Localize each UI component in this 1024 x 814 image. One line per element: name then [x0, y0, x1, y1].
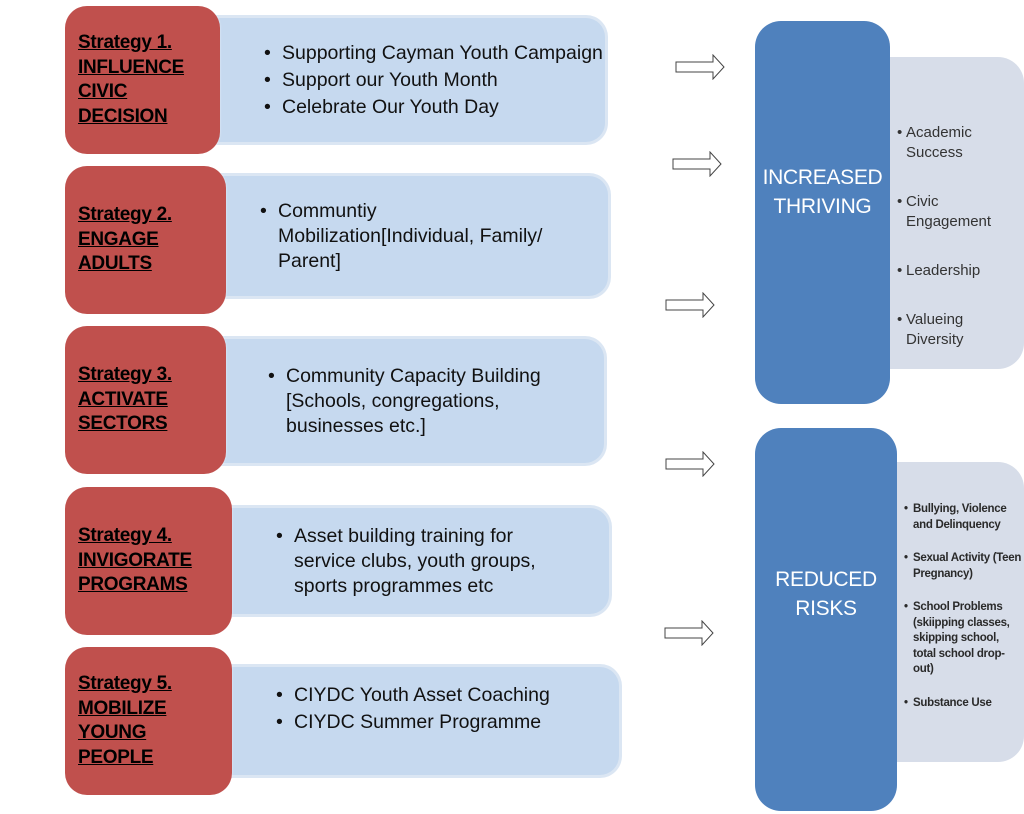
increased-thriving-box: INCREASED THRIVING [755, 21, 890, 404]
activity-item: Support our Youth Month [262, 68, 605, 93]
strategy-name: MOBILIZE [78, 697, 167, 719]
strategy-1-box: Strategy 1. INFLUENCE CIVIC DECISION [65, 6, 220, 154]
strategy-name: YOUNG [78, 722, 147, 743]
risk-indicators: Bullying, Violence and Delinquency Sexua… [895, 462, 1024, 762]
strategy-5-box: Strategy 5. MOBILIZE YOUNG PEOPLE [65, 647, 232, 795]
activity-item: Community Capacity Building [Schools, co… [266, 364, 584, 439]
activity-item: CIYDC Youth Asset Coaching [274, 683, 619, 708]
strategy-label: Strategy 5. [78, 673, 172, 694]
strategy-4-activities: Asset building training for service club… [226, 505, 612, 617]
strategy-name: INVIGORATE [78, 549, 192, 571]
outcome-title: INCREASED [762, 166, 883, 189]
strategy-1-activities: Supporting Cayman Youth Campaign Support… [214, 15, 608, 145]
strategy-name: ENGAGE [78, 228, 159, 250]
strategy-name: SECTORS [78, 413, 168, 435]
strategy-2-activities: Communtiy Mobilization[Individual, Famil… [218, 173, 611, 299]
indicator-item: Sexual Activity (Teen Pregnancy) [903, 551, 1022, 582]
right-arrow-icon [664, 620, 714, 646]
right-arrow-icon [675, 54, 725, 80]
right-arrow-icon [665, 451, 715, 477]
strategy-name: CIVIC [78, 81, 128, 102]
indicator-item: Valueing Diversity [896, 310, 1020, 350]
right-arrow-icon [665, 292, 715, 318]
strategy-name: ACTIVATE [78, 388, 168, 410]
activity-item: Asset building training for service club… [274, 524, 559, 599]
strategy-2-box: Strategy 2. ENGAGE ADULTS [65, 166, 226, 314]
indicator-item: Bullying, Violence and Delinquency [903, 502, 1022, 533]
strategy-label: Strategy 1. [78, 32, 172, 53]
activity-item: Communtiy Mobilization[Individual, Famil… [258, 199, 548, 274]
strategy-4-box: Strategy 4. INVIGORATE PROGRAMS [65, 487, 232, 635]
activity-item: Celebrate Our Youth Day [262, 95, 605, 120]
indicator-item: Civic Engagement [896, 192, 1020, 232]
outcome-title: RISKS [795, 597, 857, 620]
indicator-item: School Problems (skiipping classes, skip… [903, 600, 1022, 678]
strategy-name: ADULTS [78, 253, 152, 275]
strategy-name: PROGRAMS [78, 574, 188, 596]
indicator-item: Academic Success [896, 123, 1020, 163]
reduced-risks-box: REDUCED RISKS [755, 428, 897, 811]
strategy-3-activities: Community Capacity Building [Schools, co… [220, 336, 607, 466]
strategy-3-box: Strategy 3. ACTIVATE SECTORS [65, 326, 226, 474]
outcome-title: THRIVING [773, 195, 872, 218]
strategy-name: DECISION [78, 105, 168, 127]
strategy-label: Strategy 3. [78, 364, 172, 386]
activity-item: Supporting Cayman Youth Campaign [262, 41, 605, 66]
right-arrow-icon [672, 151, 722, 177]
activity-item: CIYDC Summer Programme [274, 710, 619, 735]
indicator-item: Substance Use [903, 696, 1022, 712]
strategy-label: Strategy 2. [78, 204, 172, 226]
strategy-label: Strategy 4. [78, 525, 172, 547]
outcome-title: REDUCED [775, 568, 877, 591]
indicator-item: Leadership [896, 261, 1020, 281]
strategy-5-activities: CIYDC Youth Asset Coaching CIYDC Summer … [226, 664, 622, 778]
thriving-indicators: Academic Success Civic Engagement Leader… [888, 57, 1024, 369]
strategy-name: PEOPLE [78, 746, 154, 768]
strategy-name: INFLUENCE [78, 56, 185, 78]
